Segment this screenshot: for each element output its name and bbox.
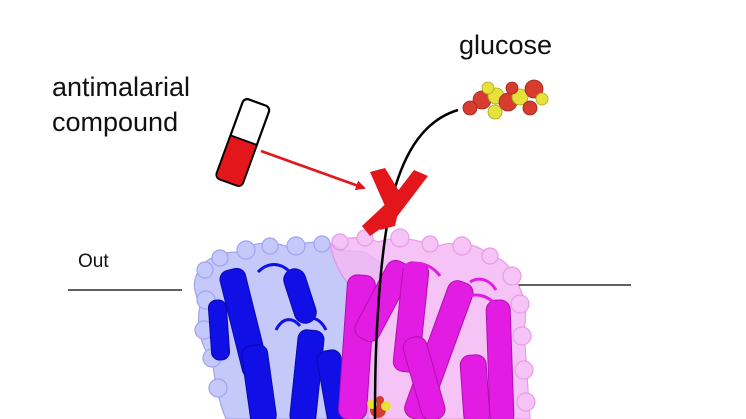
vial-icon [215,98,271,187]
out-label: Out [78,251,109,272]
compound-label: antimalarial compound [52,70,190,140]
glucose-pathway-line [373,108,459,419]
loop-magenta [394,261,500,311]
compound-label-line2: compound [52,107,179,137]
transporter-helices-magenta [338,259,515,419]
x-mark-icon [362,168,428,236]
compound-label-line1: antimalarial [52,72,191,102]
transporter-protein [193,228,536,419]
glucose-molecule-icon [462,79,549,120]
glucose-label: glucose [459,30,553,60]
inhibitor-arrow [260,149,366,191]
loop-blue [256,263,328,331]
